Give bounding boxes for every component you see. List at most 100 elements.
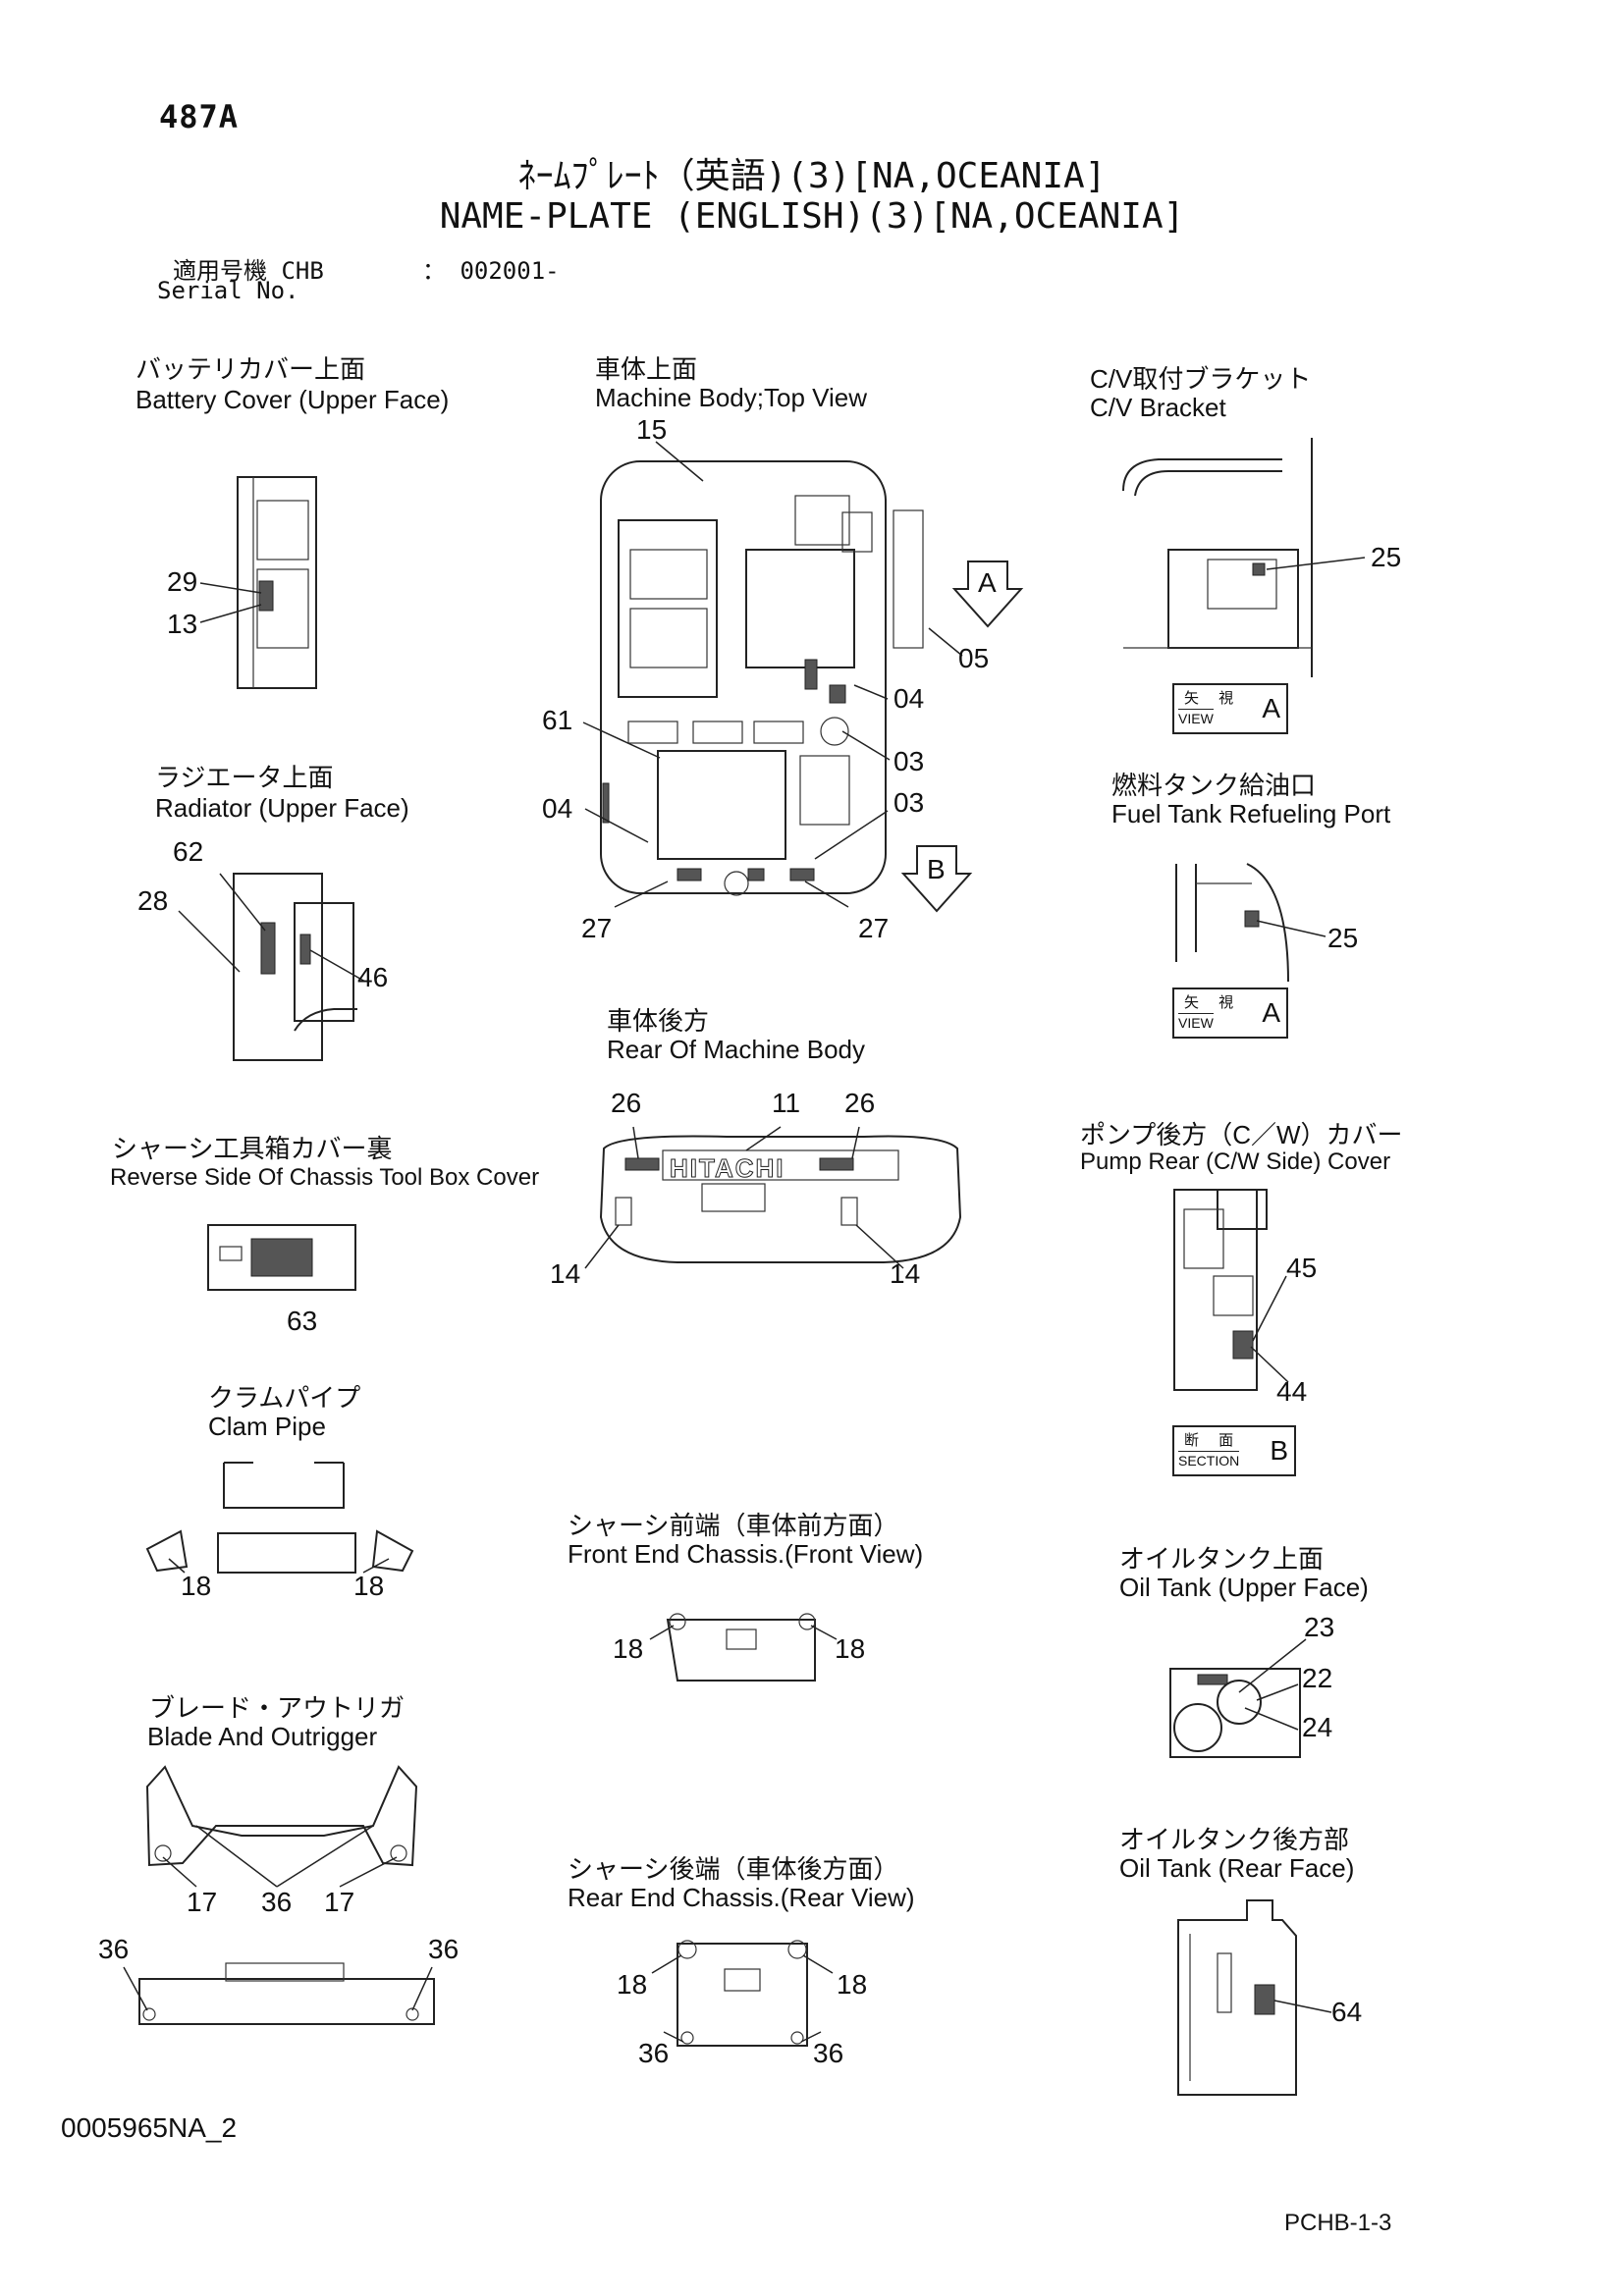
oil-tank-upper-drawing — [1169, 1638, 1307, 1758]
view-box-en: VIEW — [1178, 1013, 1214, 1031]
view-arrow-b-letter: B — [927, 854, 946, 884]
callout-number: 03 — [893, 787, 925, 818]
blade-drawing — [123, 1765, 435, 2025]
hitachi-logo: HITACHI — [670, 1153, 785, 1184]
callout-number: 13 — [167, 609, 198, 639]
label-oil-tank-upper-jp: オイルタンク上面 — [1119, 1544, 1325, 1574]
callout-number: 04 — [542, 793, 573, 824]
label-machine-top-jp: 車体上面 — [595, 354, 698, 384]
callout-number: 15 — [636, 414, 668, 445]
rear-chassis-drawing — [651, 1940, 834, 2047]
serial-label-english: Serial No. — [157, 277, 299, 304]
callout-number: 04 — [893, 683, 925, 714]
clam-pipe-drawing — [145, 1462, 414, 1574]
callout-number: 46 — [357, 962, 389, 992]
callout-number: 17 — [187, 1887, 218, 1917]
callout-number: 44 — [1276, 1376, 1308, 1407]
label-oil-tank-upper-en: Oil Tank (Upper Face) — [1119, 1573, 1369, 1602]
callout-number: 18 — [353, 1571, 385, 1601]
label-pump-rear-jp: ポンプ後方（C／W）カバー — [1080, 1120, 1403, 1149]
view-box-letter: A — [1262, 693, 1280, 723]
view-box-a-cv: 矢 視 VIEW A — [1172, 683, 1288, 734]
battery-cover-drawing — [199, 476, 317, 689]
label-front-chassis-jp: シャーシ前端（車体前方面） — [568, 1511, 899, 1540]
label-fuel-tank-en: Fuel Tank Refueling Port — [1111, 799, 1391, 828]
callout-number: 36 — [428, 1934, 460, 1964]
label-oil-tank-rear-jp: オイルタンク後方部 — [1119, 1825, 1350, 1854]
label-tool-box-en: Reverse Side Of Chassis Tool Box Cover — [110, 1164, 540, 1191]
label-rear-body-jp: 車体後方 — [607, 1006, 710, 1036]
callout-number: 36 — [638, 2038, 670, 2068]
tool-box-drawing — [207, 1224, 356, 1291]
callout-number: 23 — [1304, 1612, 1335, 1642]
title-english: NAME-PLATE (ENGLISH)(3)[NA,OCEANIA] — [439, 196, 1185, 237]
callout-number: 24 — [1302, 1712, 1333, 1742]
callout-number: 61 — [542, 705, 573, 735]
view-box-letter: A — [1262, 997, 1280, 1028]
callout-number: 14 — [890, 1258, 921, 1289]
callout-number: 26 — [844, 1088, 876, 1118]
document-id: 0005965NA_2 — [61, 2112, 238, 2143]
callout-number: 03 — [893, 746, 925, 776]
section-box-jp: 断 面 — [1184, 1432, 1242, 1449]
view-box-en: VIEW — [1178, 709, 1214, 726]
label-blade-jp: ブレード・アウトリガ — [149, 1693, 406, 1723]
callout-number: 27 — [858, 913, 890, 943]
callout-number: 18 — [617, 1969, 648, 2000]
callout-number: 26 — [611, 1088, 642, 1118]
callout-number: 18 — [835, 1633, 866, 1664]
section-box-en: SECTION — [1178, 1451, 1240, 1468]
callout-number: 17 — [324, 1887, 355, 1917]
label-cv-bracket-en: C/V Bracket — [1090, 393, 1226, 422]
label-clam-pipe-jp: クラムパイプ — [208, 1383, 361, 1413]
callout-number: 18 — [837, 1969, 868, 2000]
pump-rear-drawing — [1173, 1189, 1289, 1391]
label-front-chassis-en: Front End Chassis.(Front View) — [568, 1539, 924, 1569]
callout-number: 11 — [772, 1088, 801, 1118]
serial-value: ： 002001- — [422, 257, 560, 285]
oil-tank-rear-drawing — [1177, 1899, 1332, 2096]
view-arrow-a-letter: A — [978, 567, 997, 598]
machine-body-top-drawing — [582, 441, 1024, 913]
front-chassis-drawing — [649, 1613, 838, 1682]
callout-number: 18 — [181, 1571, 212, 1601]
callout-number: 36 — [261, 1887, 293, 1917]
rear-body-drawing — [584, 1126, 962, 1269]
label-radiator-jp: ラジエータ上面 — [155, 763, 334, 792]
label-radiator-en: Radiator (Upper Face) — [155, 793, 409, 823]
callout-number: 36 — [98, 1934, 130, 1964]
label-rear-chassis-en: Rear End Chassis.(Rear View) — [568, 1883, 915, 1912]
section-box-b: 断 面 SECTION B — [1172, 1425, 1296, 1476]
label-oil-tank-rear-en: Oil Tank (Rear Face) — [1119, 1853, 1355, 1883]
label-rear-body-en: Rear Of Machine Body — [607, 1035, 866, 1064]
callout-number: 45 — [1286, 1253, 1318, 1283]
view-box-a-fuel: 矢 視 VIEW A — [1172, 988, 1288, 1039]
label-tool-box-jp: シャーシ工具箱カバー裏 — [112, 1134, 393, 1163]
serial-label-japanese: 適用号機 CHB — [173, 257, 324, 285]
fuel-tank-drawing — [1175, 863, 1326, 983]
label-battery-en: Battery Cover (Upper Face) — [135, 385, 450, 414]
section-box-letter: B — [1270, 1435, 1288, 1466]
label-machine-top-en: Machine Body;Top View — [595, 383, 868, 412]
callout-number: 05 — [958, 643, 990, 673]
callout-number: 36 — [813, 2038, 844, 2068]
callout-number: 28 — [137, 885, 169, 916]
label-clam-pipe-en: Clam Pipe — [208, 1412, 326, 1441]
page-code: 487A — [159, 98, 240, 135]
callout-number: 27 — [581, 913, 613, 943]
callout-number: 14 — [550, 1258, 581, 1289]
label-pump-rear-en: Pump Rear (C/W Side) Cover — [1080, 1148, 1391, 1175]
callout-number: 25 — [1371, 542, 1402, 572]
cv-bracket-drawing — [1122, 438, 1366, 677]
title-japanese: ﾈｰﾑﾌﾟﾚｰﾄ（英語)(3)[NA,OCEANIA] — [517, 156, 1107, 196]
view-box-jp: 矢 視 — [1184, 690, 1242, 707]
view-box-jp: 矢 視 — [1184, 994, 1242, 1011]
page-number: PCHB-1-3 — [1284, 2210, 1392, 2236]
callout-number: 18 — [613, 1633, 644, 1664]
callout-number: 22 — [1302, 1663, 1333, 1693]
radiator-drawing — [178, 873, 366, 1061]
label-battery-jp: バッテリカバー上面 — [135, 354, 366, 384]
label-fuel-tank-jp: 燃料タンク給油口 — [1111, 771, 1317, 800]
callout-number: 64 — [1331, 1997, 1363, 2027]
